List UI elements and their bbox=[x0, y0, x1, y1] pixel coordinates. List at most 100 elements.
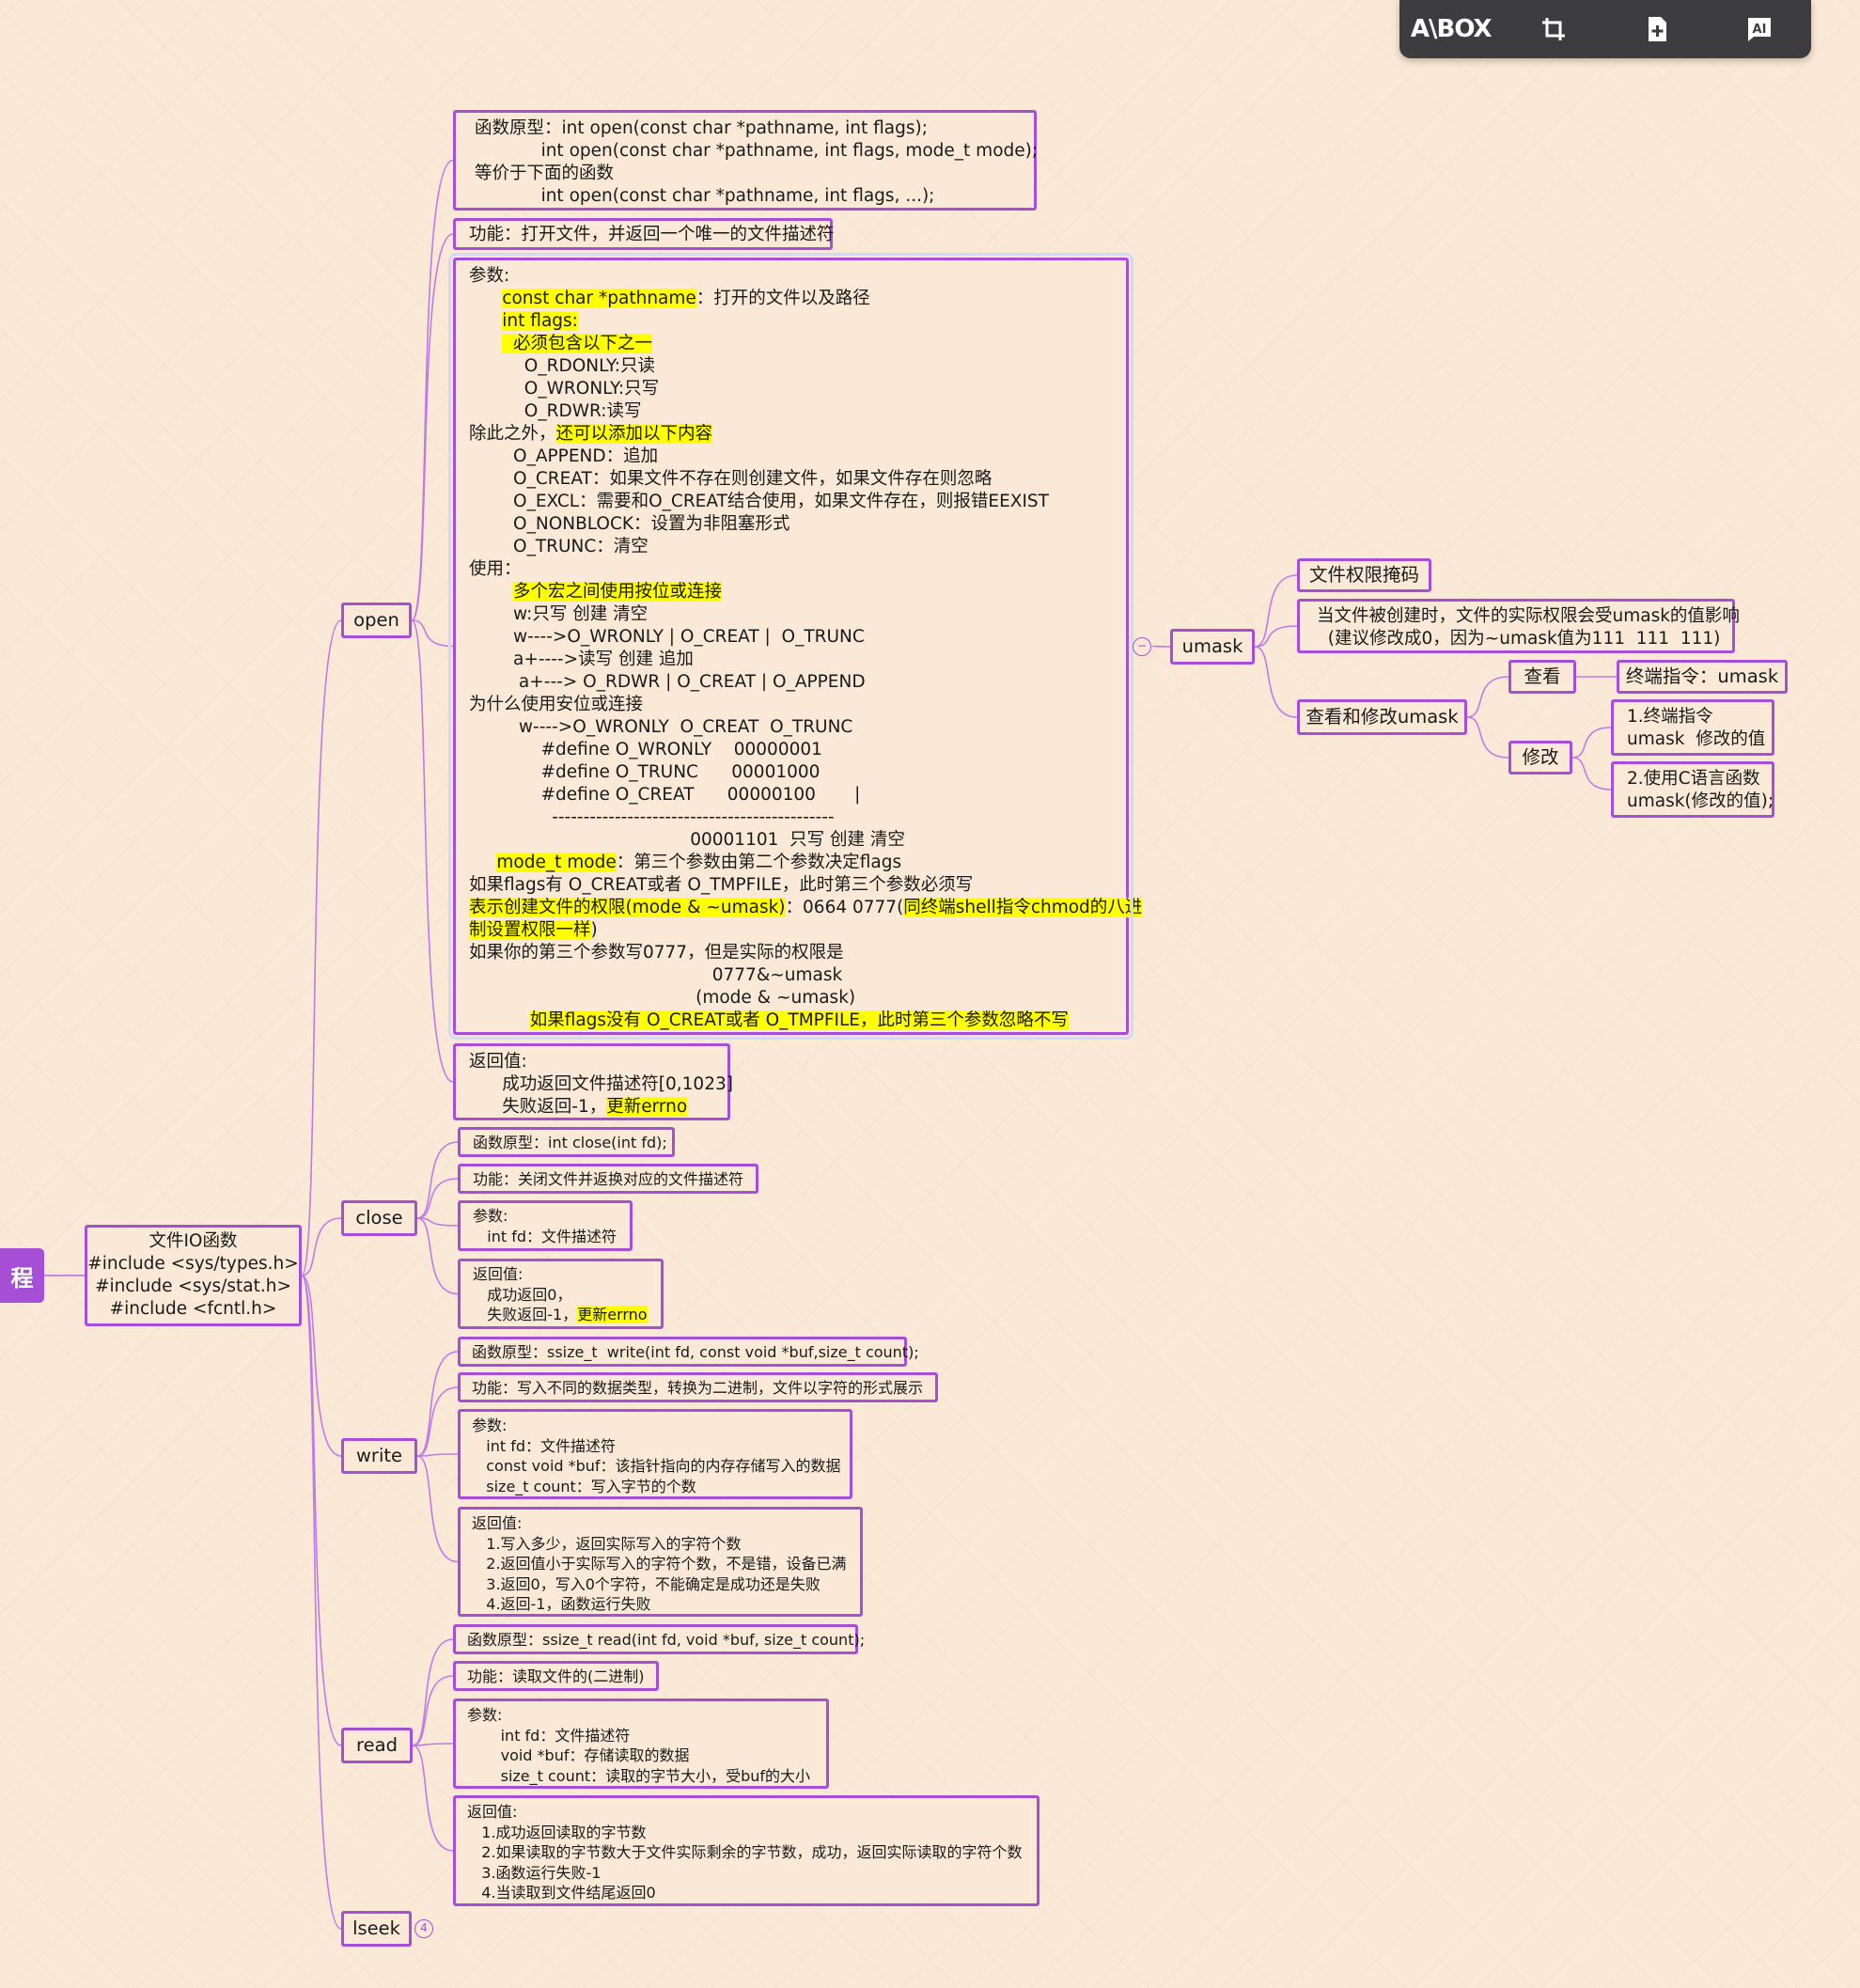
text-line: int fd：文件描述符 bbox=[473, 1227, 617, 1247]
open-return-text: 返回值: 成功返回文件描述符[0,1023] 失败返回-1，更新errno bbox=[469, 1051, 733, 1119]
branch-open[interactable]: open bbox=[341, 603, 412, 638]
text-segment: O_NONBLOCK：设置为非阻塞形式 bbox=[469, 514, 790, 534]
text-line: 功能：打开文件，并返回一个唯一的文件描述符 bbox=[469, 224, 835, 246]
text-segment: 00001101 只写 创建 清空 bbox=[469, 830, 905, 850]
close-function-note[interactable]: 功能：关闭文件并返换对应的文件描述符 bbox=[458, 1164, 758, 1194]
write-prototype-note[interactable]: 函数原型：ssize_t write(int fd, const void *b… bbox=[458, 1337, 919, 1367]
text-line: ----------------------------------------… bbox=[469, 806, 1113, 829]
umask-view-command[interactable]: 终端指令：umask bbox=[1617, 660, 1788, 694]
connector-line bbox=[416, 1178, 459, 1219]
text-line: O_CREAT：如果文件不存在则创建文件，如果文件存在则忽略 bbox=[469, 468, 1113, 491]
open-params-collapse-toggle[interactable]: − bbox=[1133, 637, 1151, 656]
crop-icon[interactable] bbox=[1525, 6, 1582, 53]
text-line: 使用： bbox=[469, 558, 1113, 581]
text-segment: w---->O_WRONLY | O_CREAT | O_TRUNC bbox=[469, 627, 865, 647]
highlighted-text: 制设置权限一样 bbox=[469, 920, 591, 940]
abox-logo-button[interactable]: A\BOX bbox=[1411, 6, 1493, 53]
text-line: 失败返回-1，更新errno bbox=[473, 1305, 649, 1325]
text-segment: ：0664 0777( bbox=[785, 898, 904, 917]
connector-line bbox=[416, 1453, 459, 1457]
connector-line bbox=[1151, 645, 1171, 648]
text-line: w---->O_WRONLY | O_CREAT | O_TRUNC bbox=[469, 626, 1113, 649]
umask-effect-note[interactable]: 当文件被创建时，文件的实际权限会受umask的值影响 (建议修改成0，因为~um… bbox=[1297, 599, 1740, 653]
text-line: 0777&~umask bbox=[469, 964, 1113, 987]
branch-read[interactable]: read bbox=[341, 1728, 413, 1763]
text-segment: #define O_TRUNC 00001000 bbox=[469, 762, 821, 782]
umask-effect-text: 当文件被创建时，文件的实际权限会受umask的值影响 (建议修改成0，因为~um… bbox=[1317, 605, 1740, 650]
write-function-note[interactable]: 功能：写入不同的数据类型，转换为二进制，文件以字符的形式展示 bbox=[458, 1372, 938, 1402]
text-line: 3.返回0，写入0个字符，不能确定是成功还是失败 bbox=[472, 1574, 849, 1595]
text-line: 00001101 只写 创建 清空 bbox=[469, 829, 1113, 852]
connector-line bbox=[411, 233, 454, 621]
text-segment: 成功返回0， bbox=[473, 1285, 572, 1304]
text-segment: 参数: bbox=[469, 266, 510, 286]
text-segment: umask(修改的值); bbox=[1627, 791, 1774, 811]
read-function-note[interactable]: 功能：读取文件的(二进制) bbox=[453, 1661, 659, 1691]
connector-line bbox=[412, 1675, 454, 1746]
open-return-note[interactable]: 返回值: 成功返回文件描述符[0,1023] 失败返回-1，更新errno bbox=[453, 1043, 733, 1120]
highlighted-text: 多个宏之间使用按位或连接 bbox=[513, 582, 723, 602]
text-segment: 0777&~umask bbox=[469, 965, 843, 985]
branch-write[interactable]: write bbox=[341, 1438, 417, 1474]
add-page-icon[interactable] bbox=[1629, 6, 1685, 53]
ai-text-icon[interactable]: AI bbox=[1731, 6, 1788, 53]
text-segment: void *buf：存储读取的数据 bbox=[467, 1746, 690, 1764]
read-params-note[interactable]: 参数: int fd：文件描述符 void *buf：存储读取的数据 size_… bbox=[453, 1698, 829, 1789]
text-line: 文件IO函数 bbox=[148, 1231, 238, 1251]
open-function-text: 功能：打开文件，并返回一个唯一的文件描述符 bbox=[469, 224, 835, 246]
text-segment: 1.成功返回读取的字节数 bbox=[467, 1823, 647, 1841]
branch-close[interactable]: close bbox=[341, 1200, 417, 1236]
text-segment: 失败返回-1， bbox=[469, 1097, 607, 1117]
read-return-note[interactable]: 返回值: 1.成功返回读取的字节数 2.如果读取的字节数大于文件实际剩余的字节数… bbox=[453, 1795, 1039, 1906]
text-segment: O_RDONLY:只读 bbox=[469, 356, 656, 376]
text-line: w:只写 创建 清空 bbox=[469, 603, 1113, 626]
text-line: int fd：文件描述符 bbox=[472, 1436, 838, 1457]
text-segment: ：第三个参数由第二个参数决定flags bbox=[616, 853, 902, 872]
close-return-text: 返回值: 成功返回0， 失败返回-1，更新errno bbox=[473, 1264, 649, 1325]
close-prototype-note[interactable]: 函数原型：int close(int fd); bbox=[458, 1127, 675, 1157]
text-segment: 如果你的第三个参数写0777，但是实际的权限是 bbox=[469, 943, 844, 963]
umask-topic[interactable]: umask bbox=[1170, 629, 1255, 665]
text-segment bbox=[469, 1010, 530, 1030]
root-topic[interactable]: 程 bbox=[0, 1248, 44, 1303]
text-line: 成功返回0， bbox=[473, 1285, 649, 1306]
text-line: #define O_CREAT 00000100 | bbox=[469, 784, 1113, 806]
highlighted-text: 更新errno bbox=[577, 1306, 648, 1323]
text-line: 参数: bbox=[469, 265, 1113, 288]
text-line: a+---> O_RDWR | O_CREAT | O_APPEND bbox=[469, 671, 1113, 694]
text-segment: 3.返回0，写入0个字符，不能确定是成功还是失败 bbox=[472, 1574, 821, 1593]
main-topic-file-io[interactable]: 文件IO函数#include <sys/types.h>#include <sy… bbox=[85, 1225, 302, 1326]
lseek-collapsed-count-badge[interactable]: 4 bbox=[414, 1919, 433, 1938]
text-segment: int open(const char *pathname, int flags… bbox=[475, 186, 935, 206]
umask-file-permission-mask[interactable]: 文件权限掩码 bbox=[1297, 558, 1431, 592]
write-return-note[interactable]: 返回值: 1.写入多少，返回实际写入的字符个数 2.返回值小于实际写入的字符个数… bbox=[458, 1507, 863, 1617]
text-segment: 函数原型：ssize_t write(int fd, const void *b… bbox=[472, 1343, 919, 1361]
text-segment: 2.返回值小于实际写入的字符个数，不是错，设备已满 bbox=[472, 1555, 847, 1573]
close-return-note[interactable]: 返回值: 成功返回0， 失败返回-1，更新errno bbox=[458, 1259, 664, 1329]
text-line: #include <fcntl.h> bbox=[109, 1299, 277, 1319]
write-params-note[interactable]: 参数: int fd：文件描述符 const void *buf：该指针指向的内… bbox=[458, 1409, 852, 1499]
text-line: 函数原型：int open(const char *pathname, int … bbox=[475, 117, 1015, 140]
umask-view-modify[interactable]: 查看和修改umask bbox=[1297, 699, 1467, 735]
text-segment: w---->O_WRONLY O_CREAT O_TRUNC bbox=[469, 717, 853, 737]
connector-line bbox=[416, 1386, 459, 1457]
umask-modify[interactable]: 修改 bbox=[1508, 741, 1572, 775]
open-prototype-note[interactable]: 函数原型：int open(const char *pathname, int … bbox=[453, 110, 1038, 211]
close-prototype-text: 函数原型：int close(int fd); bbox=[473, 1133, 667, 1153]
text-segment: 成功返回文件描述符[0,1023] bbox=[469, 1074, 733, 1094]
open-params-note[interactable]: 参数: const char *pathname：打开的文件以及路径 int f… bbox=[448, 253, 1143, 1040]
text-line: 函数原型：ssize_t read(int fd, void *buf, siz… bbox=[467, 1630, 865, 1651]
open-function-note[interactable]: 功能：打开文件，并返回一个唯一的文件描述符 bbox=[453, 218, 835, 250]
text-segment: 1.写入多少，返回实际写入的字符个数 bbox=[472, 1534, 742, 1553]
branch-lseek[interactable]: lseek bbox=[341, 1911, 412, 1947]
text-line: (mode & ~umask) bbox=[469, 987, 1113, 1010]
umask-view[interactable]: 查看 bbox=[1508, 660, 1576, 694]
read-prototype-note[interactable]: 函数原型：ssize_t read(int fd, void *buf, siz… bbox=[453, 1624, 865, 1654]
text-segment bbox=[469, 289, 502, 308]
connector-line bbox=[1254, 625, 1298, 648]
close-params-note[interactable]: 参数: int fd：文件描述符 bbox=[458, 1200, 633, 1251]
umask-view-label: 查看 bbox=[1524, 665, 1561, 687]
